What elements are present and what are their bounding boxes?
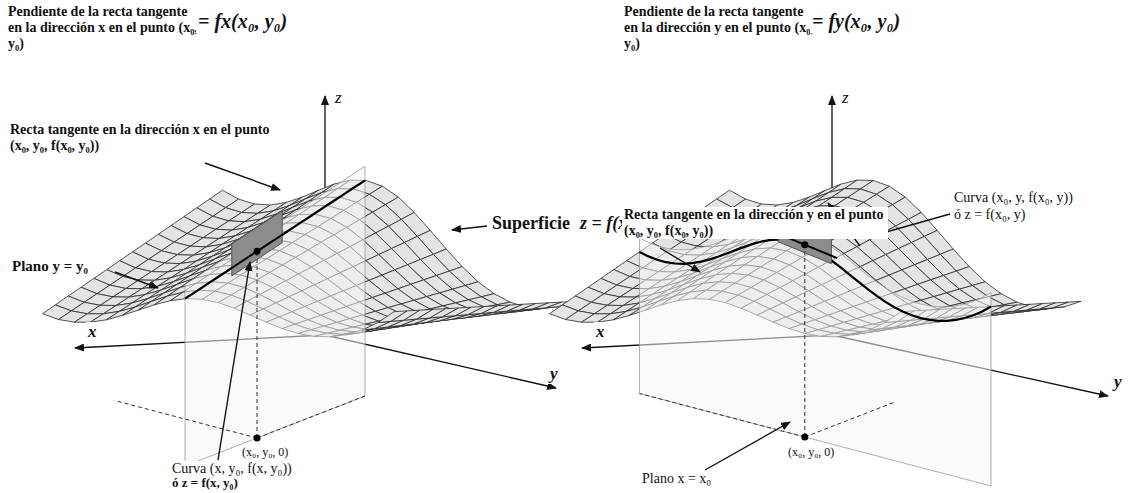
section-curve — [185, 180, 365, 298]
leader-line — [660, 248, 700, 272]
curve-formula: ó z = f(x, y₀) — [170, 476, 240, 491]
leader-line — [218, 262, 250, 460]
tangent-line-label: Recta tangente en la dirección x en el p… — [8, 122, 282, 154]
dashed-ground-line — [115, 401, 258, 439]
curve-label: Curva (x₀, y, f(x₀, y)) — [952, 190, 1075, 206]
dashed-drop-line — [257, 251, 258, 438]
surface-patch — [106, 307, 135, 320]
point-label: (x₀, y₀, 0) — [786, 446, 836, 460]
base-point — [254, 435, 261, 442]
surface-patch — [362, 321, 391, 330]
axis-label: y — [548, 364, 560, 384]
axis-label: x — [86, 322, 99, 342]
surface-patch — [613, 307, 642, 320]
surface-patch — [138, 296, 167, 310]
slope-heading: Pendiente de la recta tangente en la dir… — [622, 4, 816, 52]
base-point — [801, 434, 808, 441]
section-plane — [185, 166, 365, 466]
leader-line — [205, 163, 280, 190]
dashed-drop-line — [804, 245, 805, 437]
leader-line — [452, 226, 487, 230]
surface-patch — [378, 311, 407, 323]
surface-point — [254, 248, 261, 255]
leader-line — [705, 422, 790, 470]
axis-label: y — [1112, 372, 1124, 392]
curve-label: Curva (x, y₀, f(x, y₀)) — [170, 461, 294, 477]
axis-label: x — [594, 322, 607, 342]
leader-line — [115, 272, 158, 288]
surface-patch — [122, 302, 151, 316]
slope-formula: = fy(x₀, y₀) — [810, 10, 902, 33]
plane-label: Plano y = y₀ — [10, 258, 90, 275]
surface-label: Superficie — [490, 213, 572, 234]
tangent-line-label: Recta tangente en la dirección y en el p… — [622, 207, 888, 239]
section-planes — [115, 166, 992, 486]
axis-label: z — [840, 88, 851, 108]
tangent-line — [226, 231, 287, 271]
surface-point — [801, 241, 808, 248]
curve-formula: ó z = f(x₀, y) — [952, 207, 1027, 223]
slope-heading: Pendiente de la recta tangente en la dir… — [6, 4, 200, 52]
point-label: (x₀, y₀, 0) — [240, 446, 290, 460]
dashed-ground-line — [805, 402, 895, 437]
slope-formula: = fx(x₀, y₀) — [196, 10, 289, 33]
dashed-ground-line — [640, 394, 805, 438]
section-plane — [640, 225, 992, 486]
dashed-ground-line — [257, 396, 365, 438]
plane-label: Plano x = x₀ — [640, 471, 713, 487]
axis-label: z — [333, 88, 344, 108]
